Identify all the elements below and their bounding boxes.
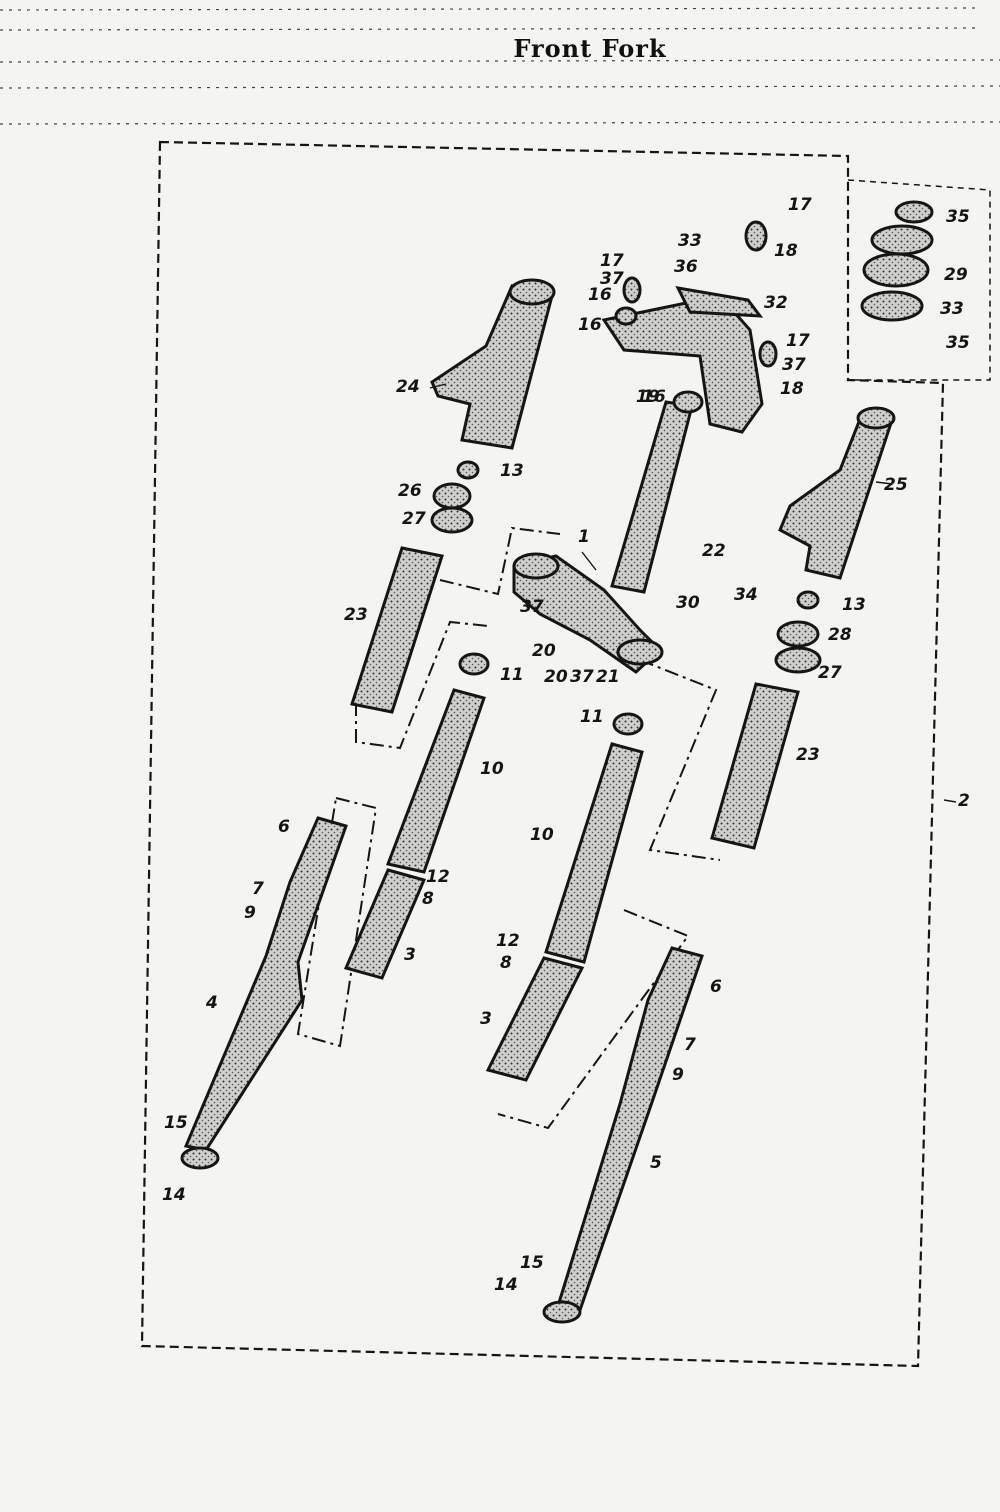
callout-30: 30: [676, 593, 700, 613]
callout-11: 11: [580, 707, 604, 727]
callout-19: 19: [636, 387, 660, 407]
bearing-group-outline: [847, 179, 991, 381]
handle-holder: [675, 286, 764, 318]
callout-16: 16: [578, 315, 602, 335]
fork-pipe-right: [485, 956, 585, 1082]
steering-stem: [610, 400, 694, 594]
callout-11: 11: [500, 665, 524, 685]
callout-37: 37: [600, 269, 624, 289]
bottom-case-left: [183, 816, 348, 1152]
callout-17: 17: [788, 195, 812, 215]
callout-2: 2: [958, 791, 970, 811]
callout-37: 37: [570, 667, 594, 687]
callout-23: 23: [344, 605, 368, 625]
callout-4: 4: [205, 993, 218, 1013]
fork-cover-right: [778, 412, 894, 580]
callout-27: 27: [402, 509, 426, 529]
upper-cover-left: [350, 546, 444, 714]
leader-lines: [429, 383, 957, 803]
callout-26: 26: [398, 481, 422, 501]
fork-spring-right: [544, 742, 644, 964]
callout-5: 5: [650, 1153, 662, 1173]
callout-10: 10: [530, 825, 554, 845]
callout-36: 36: [674, 257, 698, 277]
callout-21: 21: [596, 667, 620, 687]
callout-8: 8: [422, 889, 434, 909]
callout-14: 14: [494, 1275, 518, 1295]
bottom-case-right: [556, 946, 704, 1312]
callout-12: 12: [426, 867, 450, 887]
callout-13: 13: [842, 595, 866, 615]
fork-parts: [180, 200, 934, 1324]
callout-28: 28: [828, 625, 852, 645]
callout-37: 37: [520, 597, 544, 617]
callout-16: 16: [588, 285, 612, 305]
callout-25: 25: [884, 475, 908, 495]
fork-spring-left: [385, 688, 486, 874]
callout-34: 34: [734, 585, 758, 605]
fork-cover-left: [430, 284, 554, 450]
assembly-brackets: [296, 526, 721, 1130]
callout-9: 9: [672, 1065, 684, 1085]
page-title: Front Fork: [513, 34, 667, 63]
callout-15: 15: [164, 1113, 188, 1133]
callout-1: 1: [578, 527, 590, 547]
callout-20: 20: [532, 641, 556, 661]
callout-14: 14: [162, 1185, 186, 1205]
scan-noise-header: [0, 7, 1000, 125]
callout-16: 16: [642, 387, 666, 407]
assembly-boundary-outline: [140, 140, 945, 1368]
upper-cover-right: [710, 682, 800, 850]
callout-35: 35: [946, 207, 970, 227]
callout-24: 24: [396, 377, 420, 397]
callout-32: 32: [764, 293, 788, 313]
callout-37: 37: [782, 355, 806, 375]
callout-18: 18: [774, 241, 798, 261]
callout-29: 29: [944, 265, 968, 285]
callout-18: 18: [780, 379, 804, 399]
callout-6: 6: [278, 817, 290, 837]
callout-7: 7: [252, 879, 264, 899]
callout-33: 33: [940, 299, 964, 319]
callout-8: 8: [500, 953, 512, 973]
callout-10: 10: [480, 759, 504, 779]
callout-33: 33: [678, 231, 702, 251]
callout-22: 22: [702, 541, 726, 561]
callout-20: 20: [544, 667, 568, 687]
callout-17: 17: [786, 331, 810, 351]
callout-27: 27: [818, 663, 842, 683]
callout-9: 9: [244, 903, 256, 923]
callout-13: 13: [500, 461, 524, 481]
callout-17: 17: [600, 251, 624, 271]
callout-15: 15: [520, 1253, 544, 1273]
callout-23: 23: [796, 745, 820, 765]
callout-3: 3: [480, 1009, 492, 1029]
callout-3: 3: [404, 945, 416, 965]
callout-6: 6: [710, 977, 722, 997]
fork-pipe-left: [343, 868, 427, 980]
callout-12: 12: [496, 931, 520, 951]
callout-7: 7: [684, 1035, 696, 1055]
callout-35: 35: [946, 333, 970, 353]
